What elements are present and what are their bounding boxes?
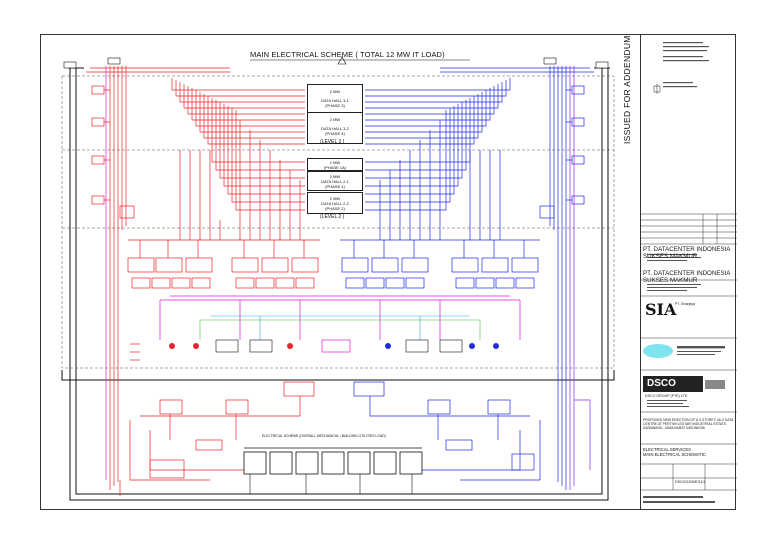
load-box-level2-2: 2 MW DATA HALL 2-2 (PHASE 2) (307, 192, 363, 214)
incomer-icons (63, 57, 609, 69)
client-name: PT. DATACENTER INDONESIA SUKSES MAKMUR (643, 246, 731, 260)
load-box-level2-1a: 1 MW (PHASE 1A) (307, 158, 363, 171)
cyan-feeders (210, 315, 470, 340)
load-box-level3-2: 2 MW DATA HALL 3-2 (PHASE 4) (307, 112, 363, 144)
ats-panels (215, 339, 463, 353)
project-description: PROPOSED NEW ERECTION OF A 3-STOREY 4A-3… (643, 418, 734, 431)
title-block: PT. DATACENTER INDONESIA SUKSES MAKMUR P… (640, 34, 737, 510)
green-feeders (199, 319, 481, 340)
violet-feeders (569, 66, 591, 490)
level-dividers (61, 75, 615, 369)
owner-name: PT. DATACENTER INDONESIA SUKSES MAKMUR (643, 270, 731, 284)
designer-name: DSCO GROUP (PTE) LTD (645, 394, 688, 398)
load-box-level2-1: 2 MW DATA HALL 2-1 (PHASE 1) (307, 171, 363, 191)
consultant-name: PT. Sinarjaya (675, 302, 695, 306)
designer-logo-box: DSCO (643, 376, 725, 392)
authority-logo (643, 344, 673, 358)
designer-logo: DSCO (647, 378, 676, 389)
designer-logo-tag (705, 380, 725, 389)
red-distribution (86, 66, 320, 496)
load-box-level3-1: 2 MW DATA HALL 3-1 (PHASE 3) (307, 84, 363, 116)
level3-label: (LEVEL 3 ) (320, 139, 345, 145)
blue-distribution (340, 66, 594, 490)
bottom-panels (243, 447, 423, 475)
level2-label: (LEVEL 2 ) (320, 214, 345, 220)
lower-scheme-note: ELECTRICAL SCHEME (OVERALL MECHANICAL / … (262, 434, 386, 438)
issued-label: ISSUED FOR ADDENDUM (622, 35, 632, 144)
drawing-title-2: MAIN ELECTRICAL SCHEMATIC (643, 452, 706, 457)
issued-stamp: ISSUED FOR ADDENDUM (618, 35, 638, 146)
consultant-logo: SIA (645, 300, 677, 319)
drawing-title: MAIN ELECTRICAL SCHEME ( TOTAL 12 MW IT … (250, 50, 445, 59)
generator-symbols (169, 343, 499, 349)
drawing-number: DSCO/1209/E/11/1 (675, 480, 706, 484)
drawing-title-1: ELECTRICAL SERVICES (643, 447, 691, 452)
